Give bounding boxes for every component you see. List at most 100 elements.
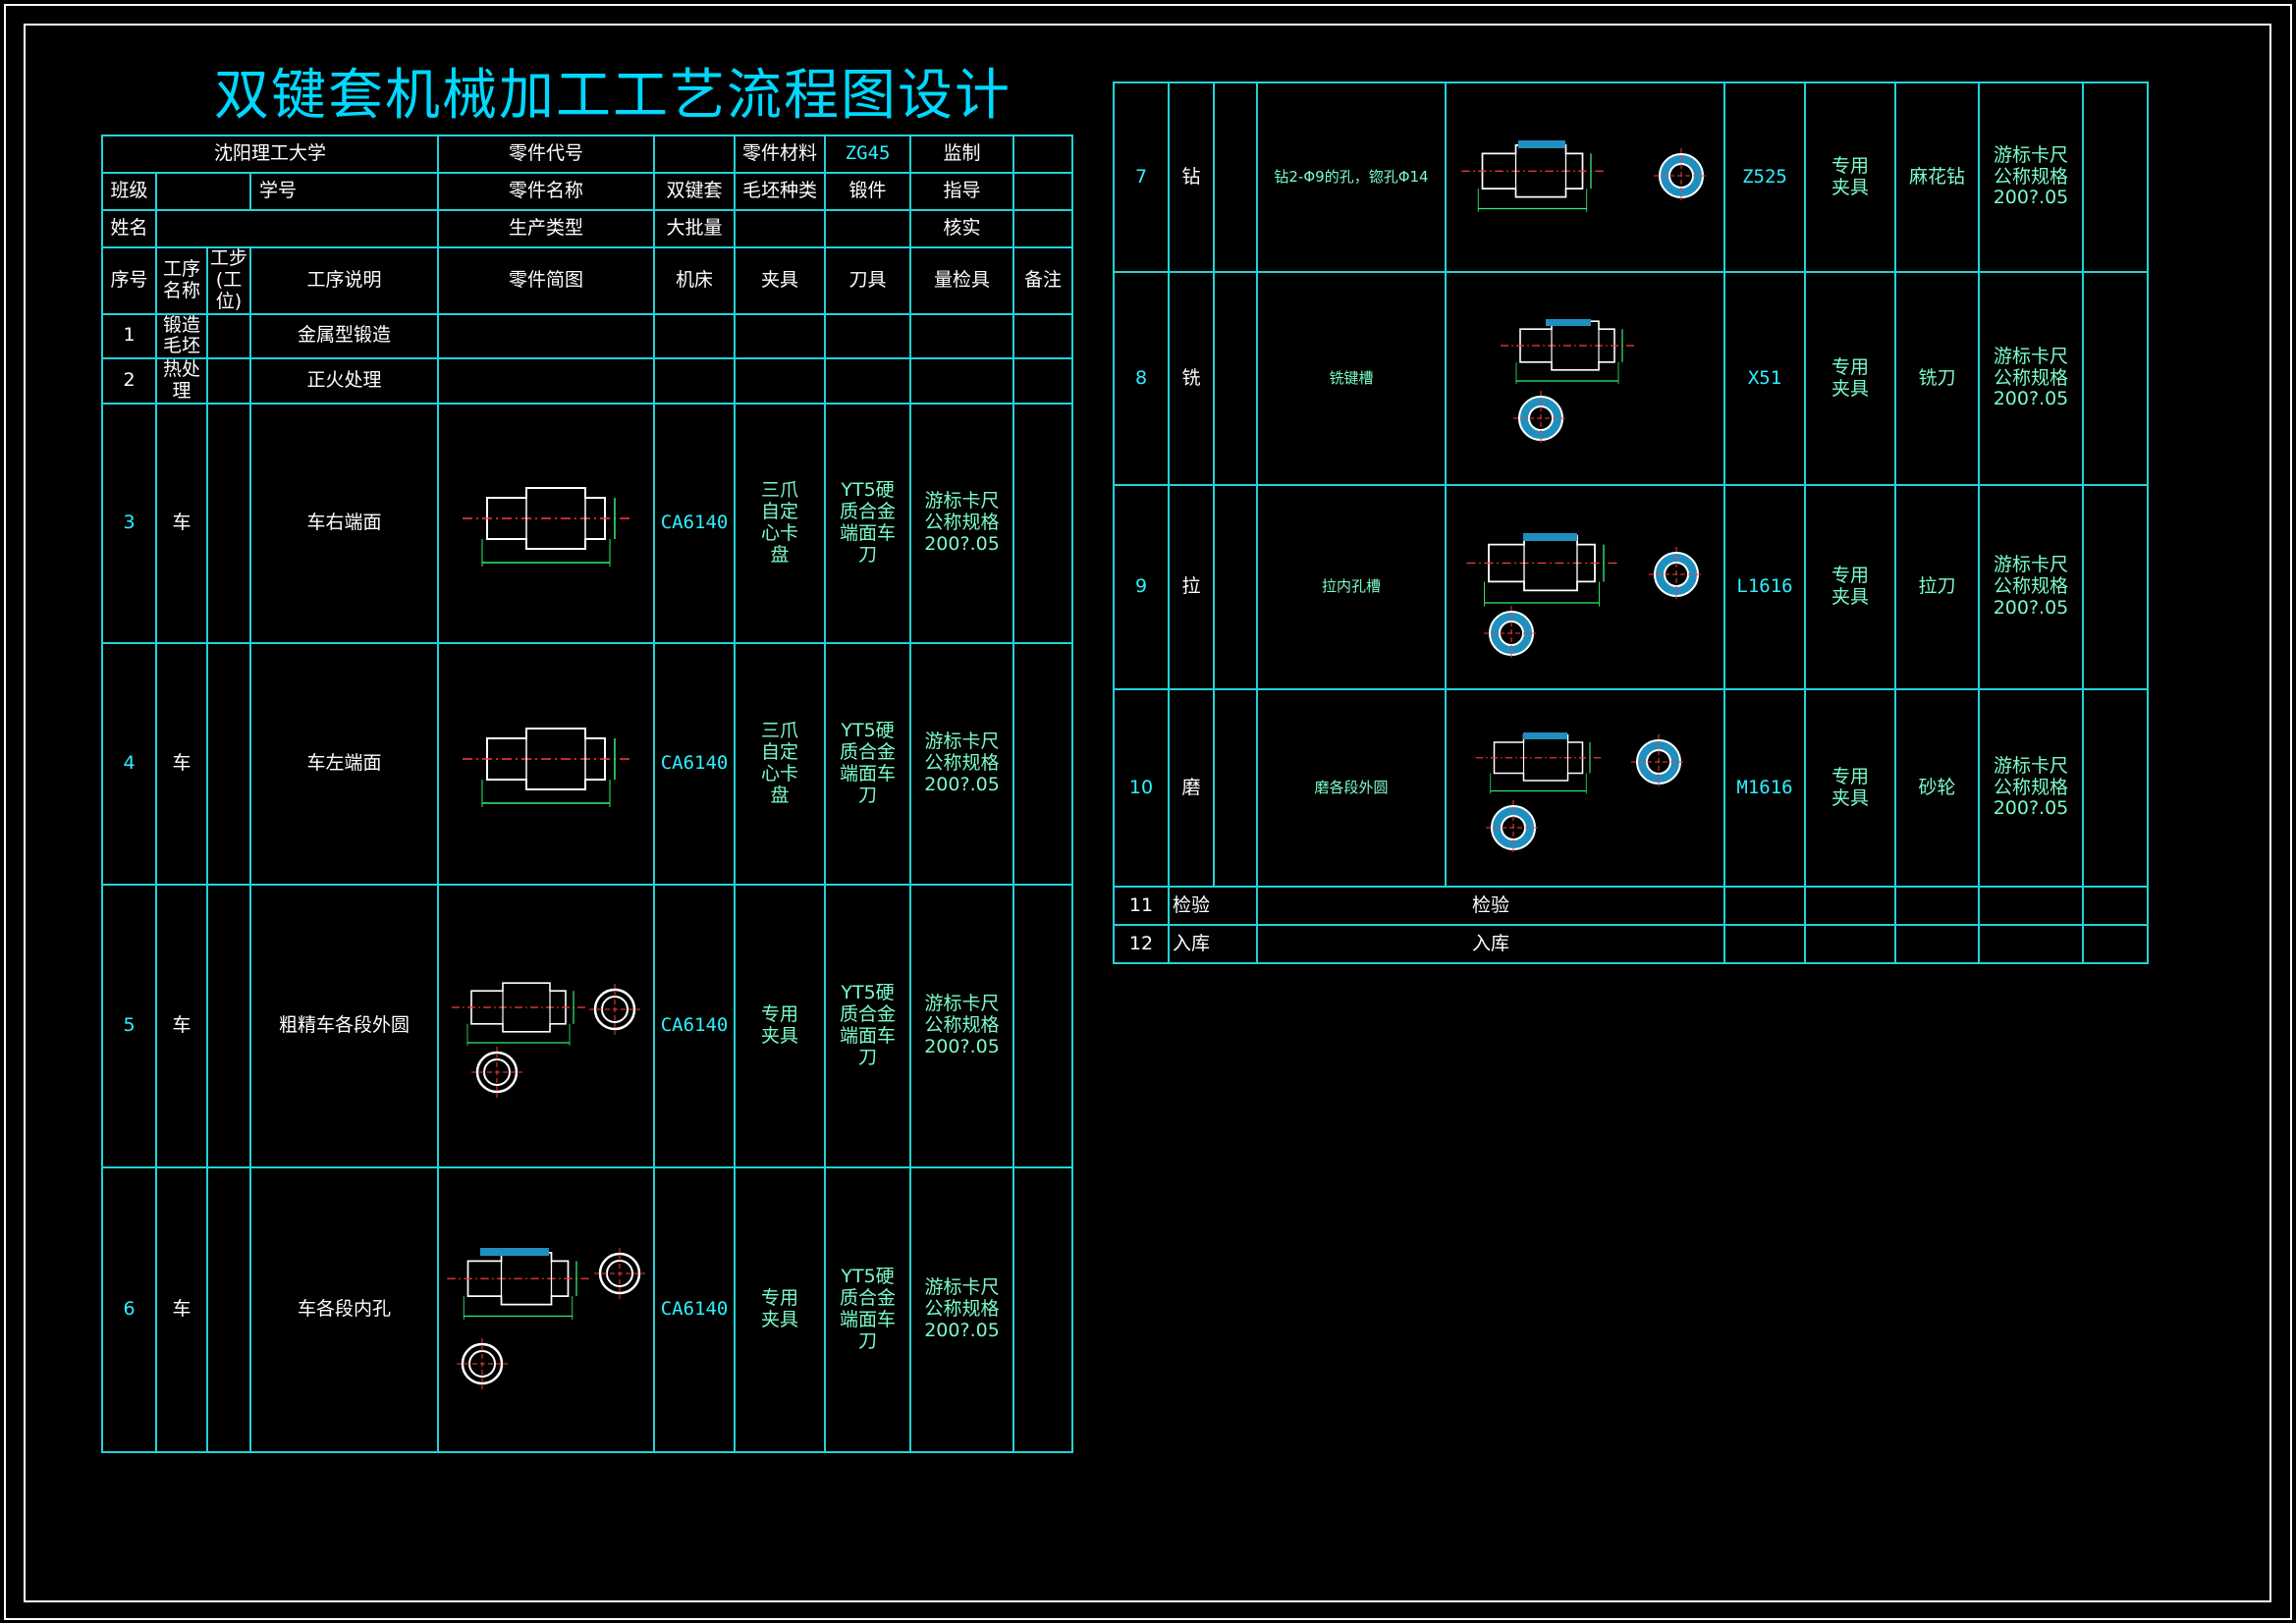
process-row: 12 入库 入库	[1113, 924, 2149, 964]
seq-cell: 8	[1113, 271, 1170, 486]
sketch-cell	[1445, 688, 1725, 888]
machine-cell: M1616	[1723, 688, 1806, 888]
fixture-cell	[734, 312, 827, 360]
tool-cell: YT5硬质合金端面车刀	[824, 402, 912, 644]
remark-cell	[2082, 81, 2149, 273]
step-cell	[1213, 484, 1258, 690]
part-sketch-turning	[451, 982, 642, 1100]
blank-type-value: 锻件	[824, 172, 912, 211]
machine-cell: CA6140	[653, 641, 737, 886]
step-cell	[1213, 271, 1258, 486]
process-name-cell: 锻造毛坯	[155, 312, 208, 360]
student-no-label: 学号	[248, 172, 440, 211]
left-process-table: 沈阳理工大学 零件代号 零件材料 ZG45 监制 班级 学号 零件名称 双键套 …	[100, 135, 1074, 1453]
part-sketch-grinding	[1475, 731, 1687, 852]
gauge-cell: 游标卡尺公称规格200?.05	[909, 1165, 1015, 1453]
guide-label: 指导	[909, 172, 1015, 211]
seq-cell: 5	[101, 883, 157, 1168]
part-name-value: 双键套	[653, 172, 737, 211]
tool-cell	[824, 357, 912, 405]
part-code-value	[653, 135, 737, 174]
process-row: 10 磨 磨各段外圆 M1616 专用夹具 砂轮 游标卡尺公称规格200?.05	[1113, 688, 2149, 888]
process-row: 9 拉 拉内孔槽 L1616 专用夹具 拉刀 游标卡尺公称规格200?.05	[1113, 484, 2149, 690]
tool-cell: YT5硬质合金端面车刀	[824, 641, 912, 886]
process-name-cell: 检验	[1168, 886, 1258, 926]
col-process-name: 工序名称	[155, 246, 208, 315]
seq-cell: 3	[101, 402, 157, 644]
part-name-label: 零件名称	[437, 172, 656, 211]
fixture-cell: 专用夹具	[1804, 81, 1896, 273]
gauge-cell: 游标卡尺公称规格200?.05	[909, 883, 1015, 1168]
verify-value	[1012, 209, 1074, 248]
process-name-cell: 磨	[1168, 688, 1215, 888]
blank-type-label: 毛坯种类	[734, 172, 827, 211]
part-material-value: ZG45	[824, 135, 912, 174]
fixture-cell: 专用夹具	[734, 1165, 827, 1453]
process-row: 2 热处理 正火处理	[101, 357, 1074, 405]
col-seq: 序号	[101, 246, 157, 315]
tool-cell: 砂轮	[1894, 688, 1980, 888]
machine-cell: L1616	[1723, 484, 1806, 690]
name-label: 姓名	[101, 209, 157, 248]
sketch-cell	[1445, 81, 1725, 273]
part-sketch-broaching	[1465, 533, 1705, 661]
gauge-cell	[1978, 886, 2084, 926]
process-name-cell: 热处理	[155, 357, 208, 405]
process-row: 7 钻 钻2-Φ9的孔，锪孔Φ14 Z525 专用夹具 麻花钻 游标卡尺公称规格…	[1113, 81, 2149, 273]
part-code-label: 零件代号	[437, 135, 656, 174]
step-cell	[206, 312, 251, 360]
machine-cell: CA6140	[653, 402, 737, 644]
process-name-cell: 入库	[1168, 924, 1258, 964]
inner-border	[24, 24, 2271, 1602]
tool-cell: YT5硬质合金端面车刀	[824, 883, 912, 1168]
gauge-cell	[909, 357, 1015, 405]
university-cell: 沈阳理工大学	[100, 135, 440, 174]
header-row-1: 沈阳理工大学 零件代号 零件材料 ZG45 监制	[100, 135, 1074, 174]
part-sketch-boring	[446, 1246, 647, 1391]
process-name-cell: 车	[155, 641, 208, 886]
remark-cell	[2082, 924, 2149, 964]
process-row: 11 检验 检验	[1113, 886, 2149, 926]
header-row-2: 班级 学号 零件名称 双键套 毛坯种类 锻件 指导	[101, 172, 1074, 211]
name-value	[154, 209, 440, 248]
process-name-cell: 拉	[1168, 484, 1215, 690]
process-row: 3 车 车右端面 CA6140 三爪自定心卡盘 YT5硬质合金端面车刀 游标卡尺…	[101, 402, 1074, 644]
machine-cell	[653, 312, 737, 360]
process-row: 5 车 粗精车各段外圆 CA6140 专用夹具 YT5硬质合金端面车刀 游标卡尺…	[101, 883, 1074, 1168]
sketch-cell	[437, 1165, 656, 1453]
seq-cell: 11	[1113, 886, 1170, 926]
remark-cell	[1012, 402, 1074, 644]
col-machine: 机床	[653, 246, 737, 315]
seq-cell: 1	[101, 312, 157, 360]
desc-cell: 车各段内孔	[248, 1165, 440, 1453]
col-step: 工步(工位)	[206, 246, 251, 315]
step-cell	[206, 641, 251, 886]
gauge-cell	[1978, 924, 2084, 964]
sketch-cell	[437, 402, 656, 644]
remark-cell	[1012, 357, 1074, 405]
tool-cell	[1894, 924, 1980, 964]
remark-cell	[2082, 484, 2149, 690]
process-row: 6 车 车各段内孔 CA6140 专用夹具 YT5硬质合金端面车刀 游标卡尺公称…	[101, 1165, 1074, 1453]
tool-cell	[824, 312, 912, 360]
gauge-cell: 游标卡尺公称规格200?.05	[1978, 484, 2084, 690]
fixture-cell: 专用夹具	[1804, 688, 1896, 888]
seq-cell: 7	[1113, 81, 1170, 273]
tool-cell	[1894, 886, 1980, 926]
gauge-cell: 游标卡尺公称规格200?.05	[1978, 688, 2084, 888]
fixture-cell: 三爪自定心卡盘	[734, 641, 827, 886]
production-type-value: 大批量	[653, 209, 737, 248]
desc-cell: 粗精车各段外圆	[248, 883, 440, 1168]
drawing-title: 双键套机械加工工艺流程图设计	[214, 64, 1011, 128]
tool-cell: 拉刀	[1894, 484, 1980, 690]
blank-cell	[824, 209, 912, 248]
fixture-cell	[734, 357, 827, 405]
machine-cell: CA6140	[653, 1165, 737, 1453]
step-cell	[1213, 688, 1258, 888]
desc-cell: 钻2-Φ9的孔，锪孔Φ14	[1256, 81, 1447, 273]
right-process-table: 7 钻 钻2-Φ9的孔，锪孔Φ14 Z525 专用夹具 麻花钻 游标卡尺公称规格…	[1113, 81, 2149, 964]
step-cell	[206, 883, 251, 1168]
class-value	[155, 172, 251, 211]
process-row: 1 锻造毛坯 金属型锻造	[101, 312, 1074, 360]
machine-cell: X51	[1723, 271, 1806, 486]
